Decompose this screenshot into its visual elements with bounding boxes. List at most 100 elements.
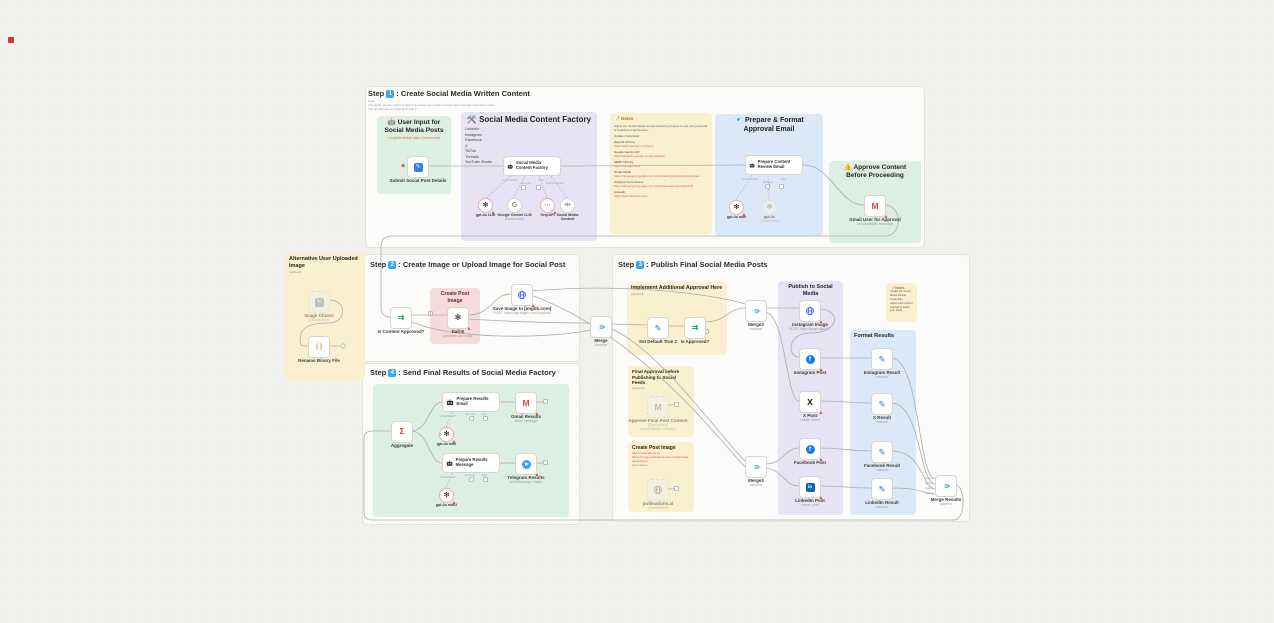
connector-square[interactable] — [543, 460, 548, 465]
sticky-final-approval-title: Final Approval before Publishing to Soci… — [632, 369, 680, 386]
node-set-default-true2[interactable]: ✎ Set Default True 2 — [639, 317, 677, 344]
node-serpapi[interactable]: ⋯ ▲ SerpAPI — [540, 198, 558, 217]
link-openai[interactable]: https://auth.openai.com/log-in — [614, 144, 654, 149]
node-prepare-content-review-email[interactable]: Prepare Content Review Email — [745, 155, 803, 175]
sticky-notes2[interactable]: 📝 Notes Update the Social Media Partner … — [886, 283, 917, 322]
node-gpt4o-mini2[interactable]: ✻ ▲ gpt-4o mini2 — [436, 488, 457, 507]
connector-square[interactable] — [483, 477, 488, 482]
node-social-media-content-parser[interactable]: </> Social Media Content — [557, 198, 578, 221]
robot-icon — [749, 162, 755, 168]
canvas-marker — [8, 37, 14, 43]
connector-square[interactable] — [469, 416, 474, 421]
sticky-notes[interactable]: 📝 Notes Adjust the Social Media Content … — [610, 113, 712, 234]
serpapi-icon: ⋯ — [544, 202, 551, 209]
node-prepare-results-email[interactable]: Prepare Results Email — [442, 392, 500, 412]
connector-square[interactable] — [543, 399, 548, 404]
warning-icon: ▲ — [741, 211, 747, 218]
connector-square[interactable] — [765, 184, 770, 189]
warning-icon: ▲ — [818, 366, 824, 373]
step4-title: Step 4 : Send Final Results of Social Me… — [370, 368, 556, 377]
node-gpt4o-mini[interactable]: ✻ ▲ gpt-4o mini — [727, 200, 747, 219]
warning-icon: ▲ — [534, 410, 540, 417]
step1-text: : Create Social Media Written Content — [396, 89, 530, 98]
node-gpt4o-llm[interactable]: ✻ ▲ gpt-4o LLM — [476, 198, 496, 217]
node-save-image-imgbb[interactable]: ▲ Save Image to [imgbb.com]POST: https:/… — [493, 284, 551, 315]
port-label: Memory — [520, 181, 532, 185]
link-pollinations-prompt[interactable]: https://image.pollinations.ai/prompt/{im… — [632, 455, 689, 464]
node-facebook-post[interactable]: f ▲ Facebook Post — [794, 438, 826, 465]
node-image-choice[interactable]: ✎ Image Choice(Deactivated) — [304, 291, 334, 322]
node-gpt4o-mini-results[interactable]: ✻ ▲ gpt-4o mini — [437, 427, 457, 446]
edit-fields-icon: ✎ — [878, 446, 886, 457]
openai-icon: ✻ — [443, 492, 450, 499]
openai-icon: ✻ — [766, 204, 773, 211]
input-label: Input 2 — [925, 482, 933, 485]
openai-icon: ✻ — [454, 313, 462, 322]
openai-icon: ✻ — [482, 202, 489, 209]
openai-icon: ✻ — [733, 204, 740, 211]
aggregate-icon: Σ — [399, 427, 405, 436]
sticky-factory[interactable]: 🛠️ Social Media Content Factory LinkedIn… — [461, 112, 597, 241]
node-approve-final-post[interactable]: M Approve Final Post Content(Deactivated… — [628, 396, 688, 431]
input-label: Input 4 — [925, 492, 933, 495]
node-social-media-content-factory[interactable]: Social Media Content Factory — [503, 156, 561, 176]
merge-icon: ⋔ — [751, 463, 761, 471]
merge-icon: ⋔ — [596, 323, 606, 331]
sticky-factory-title: 🛠️ Social Media Content Factory — [466, 115, 592, 124]
link-telegram[interactable]: https://developers.google.com/workspace/… — [614, 184, 694, 189]
warning-icon: ▲ — [534, 471, 540, 478]
port-label: Output Parser* — [545, 181, 565, 185]
x-icon: X — [807, 396, 813, 407]
gmail-icon: M — [654, 401, 662, 412]
facebook-icon: f — [805, 354, 815, 364]
sticky-user-input[interactable]: 🤖 User Input for Social Media Posts ✍ Up… — [377, 116, 451, 194]
node-aggregate[interactable]: Σ Aggregate — [391, 421, 413, 448]
connector-square[interactable] — [483, 416, 488, 421]
connector-square[interactable] — [674, 486, 679, 491]
link-serp[interactable]: https://serpapi.com/ — [614, 164, 641, 169]
merge-icon: ⋔ — [941, 482, 951, 490]
node-instagram-post[interactable]: f ▲ Instagram Post — [794, 348, 826, 375]
sticky-approve-content-title: 👍 Approve Content Before Proceeding — [843, 164, 907, 180]
form-trigger-icon: ✎ — [413, 162, 423, 172]
connector-square[interactable] — [779, 184, 784, 189]
connector-square[interactable] — [536, 185, 541, 190]
sticky-additional-approval-title: Implement Additional Approval Here — [631, 285, 723, 291]
warning-icon: ▲ — [818, 318, 824, 325]
node-rename-binary-file[interactable]: { } Rename Binary File — [298, 336, 340, 363]
node-submit-social-post[interactable]: ✱ ✎ Submit Social Post Details — [390, 156, 446, 183]
node-gpt4o-deactivated[interactable]: ✻ gpt-4o(Deactivated) — [760, 200, 779, 223]
connector-square[interactable] — [521, 185, 526, 190]
node-pollinations[interactable]: pollinations.ai(Deactivated) — [643, 479, 673, 510]
node-is-content-approved[interactable]: ⇉ Is Content Approved? — [378, 307, 424, 334]
gmail-icon: M — [871, 200, 879, 211]
warning-icon: ▲ — [818, 494, 824, 501]
braces-icon: { } — [315, 344, 323, 350]
sticky-create-post-image-title: Create Post Image — [440, 291, 470, 304]
link-gemini[interactable]: https://aistudio.google.com/app/apikey — [614, 154, 666, 159]
node-is-approved[interactable]: ⇉ Is Approved? — [681, 317, 709, 344]
link-linkedin[interactable]: https://www.linkedin.com/ — [614, 194, 648, 199]
item-count-marker[interactable]: 1 — [428, 311, 433, 316]
node-google-gemini-llm[interactable]: G Google Gemini LLM(Deactivated) — [498, 198, 531, 221]
step2-badge: 2 — [388, 260, 397, 269]
node-prepare-results-message[interactable]: Prepare Results Message — [442, 453, 500, 473]
connector-square[interactable] — [674, 402, 679, 407]
connector-square[interactable] — [469, 477, 474, 482]
link-gmail[interactable]: https://developers.google.com/workspace/… — [614, 174, 700, 179]
